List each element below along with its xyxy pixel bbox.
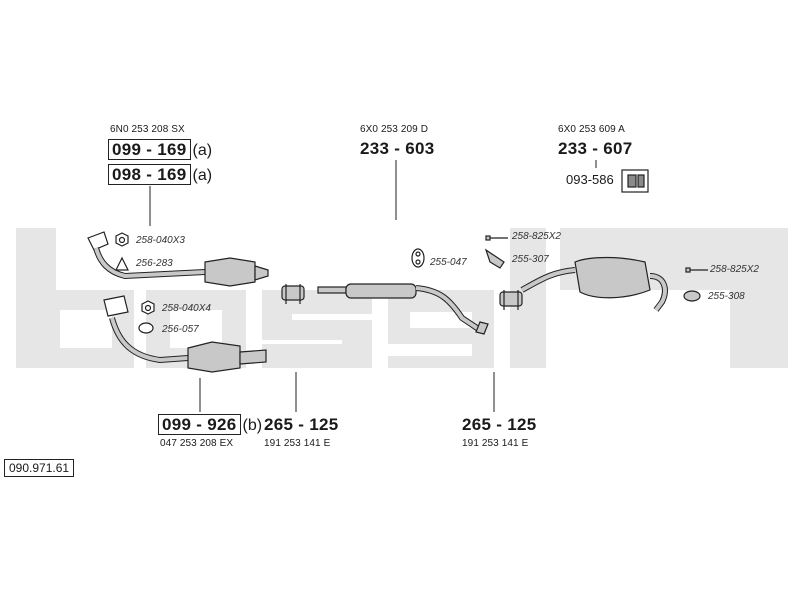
part-number-box: 099 - 926 — [158, 414, 241, 435]
fitting-icons-left — [115, 232, 155, 334]
hanger-mid — [411, 248, 425, 268]
top-middle-part: 233 - 603 — [360, 139, 435, 158]
rear-silencer — [520, 256, 668, 312]
fitting-ref: 258-825X2 — [512, 231, 561, 242]
fitting-ref: 255-047 — [430, 257, 467, 268]
fitting-ref: 255-308 — [708, 291, 745, 302]
bottom-right-oem: 191 253 141 E — [462, 438, 529, 449]
clamp-left — [281, 284, 305, 304]
top-left-part1-row: 099 - 169(a) — [108, 139, 212, 160]
middle-muffler — [317, 283, 489, 335]
part-suffix: (a) — [192, 142, 213, 159]
fitting-ref: 256-057 — [162, 324, 199, 335]
top-left-part2-row: 098 - 169(a) — [108, 164, 212, 185]
bottom-center-part: 265 - 125 — [264, 415, 339, 434]
part-number-box: 098 - 169 — [108, 164, 191, 185]
bolt-clamp-mid — [484, 235, 508, 269]
bolt-clamp-right — [683, 267, 708, 302]
top-left-oem: 6N0 253 208 SX — [110, 124, 185, 135]
bottom-left-part-row: 099 - 926(b) — [158, 414, 262, 435]
part-suffix: (b) — [242, 417, 263, 434]
fitting-ref: 258-825X2 — [710, 264, 759, 275]
hanger-top-right — [621, 169, 649, 193]
front-pipe-lower — [103, 295, 267, 373]
part-number-box: 099 - 169 — [108, 139, 191, 160]
top-middle-oem: 6X0 253 209 D — [360, 124, 429, 135]
fitting-ref: 258-040X4 — [162, 303, 211, 314]
bottom-left-oem: 047 253 208 EX — [160, 438, 234, 449]
front-pipe-upper — [87, 231, 269, 287]
top-right-oem: 6X0 253 609 A — [558, 124, 625, 135]
fitting-ref: 256-283 — [136, 258, 173, 269]
clamp-rear — [499, 290, 523, 310]
leader-lines — [149, 160, 597, 412]
part-suffix: (a) — [192, 167, 213, 184]
catalog-number: 090.971.61 — [4, 459, 75, 477]
bottom-right-part: 265 - 125 — [462, 415, 537, 434]
fitting-ref: 255-307 — [512, 254, 549, 265]
hanger-part: 093-586 — [566, 172, 614, 187]
bottom-center-oem: 191 253 141 E — [264, 438, 331, 449]
top-right-part: 233 - 607 — [558, 139, 633, 158]
fitting-ref: 258-040X3 — [136, 235, 185, 246]
